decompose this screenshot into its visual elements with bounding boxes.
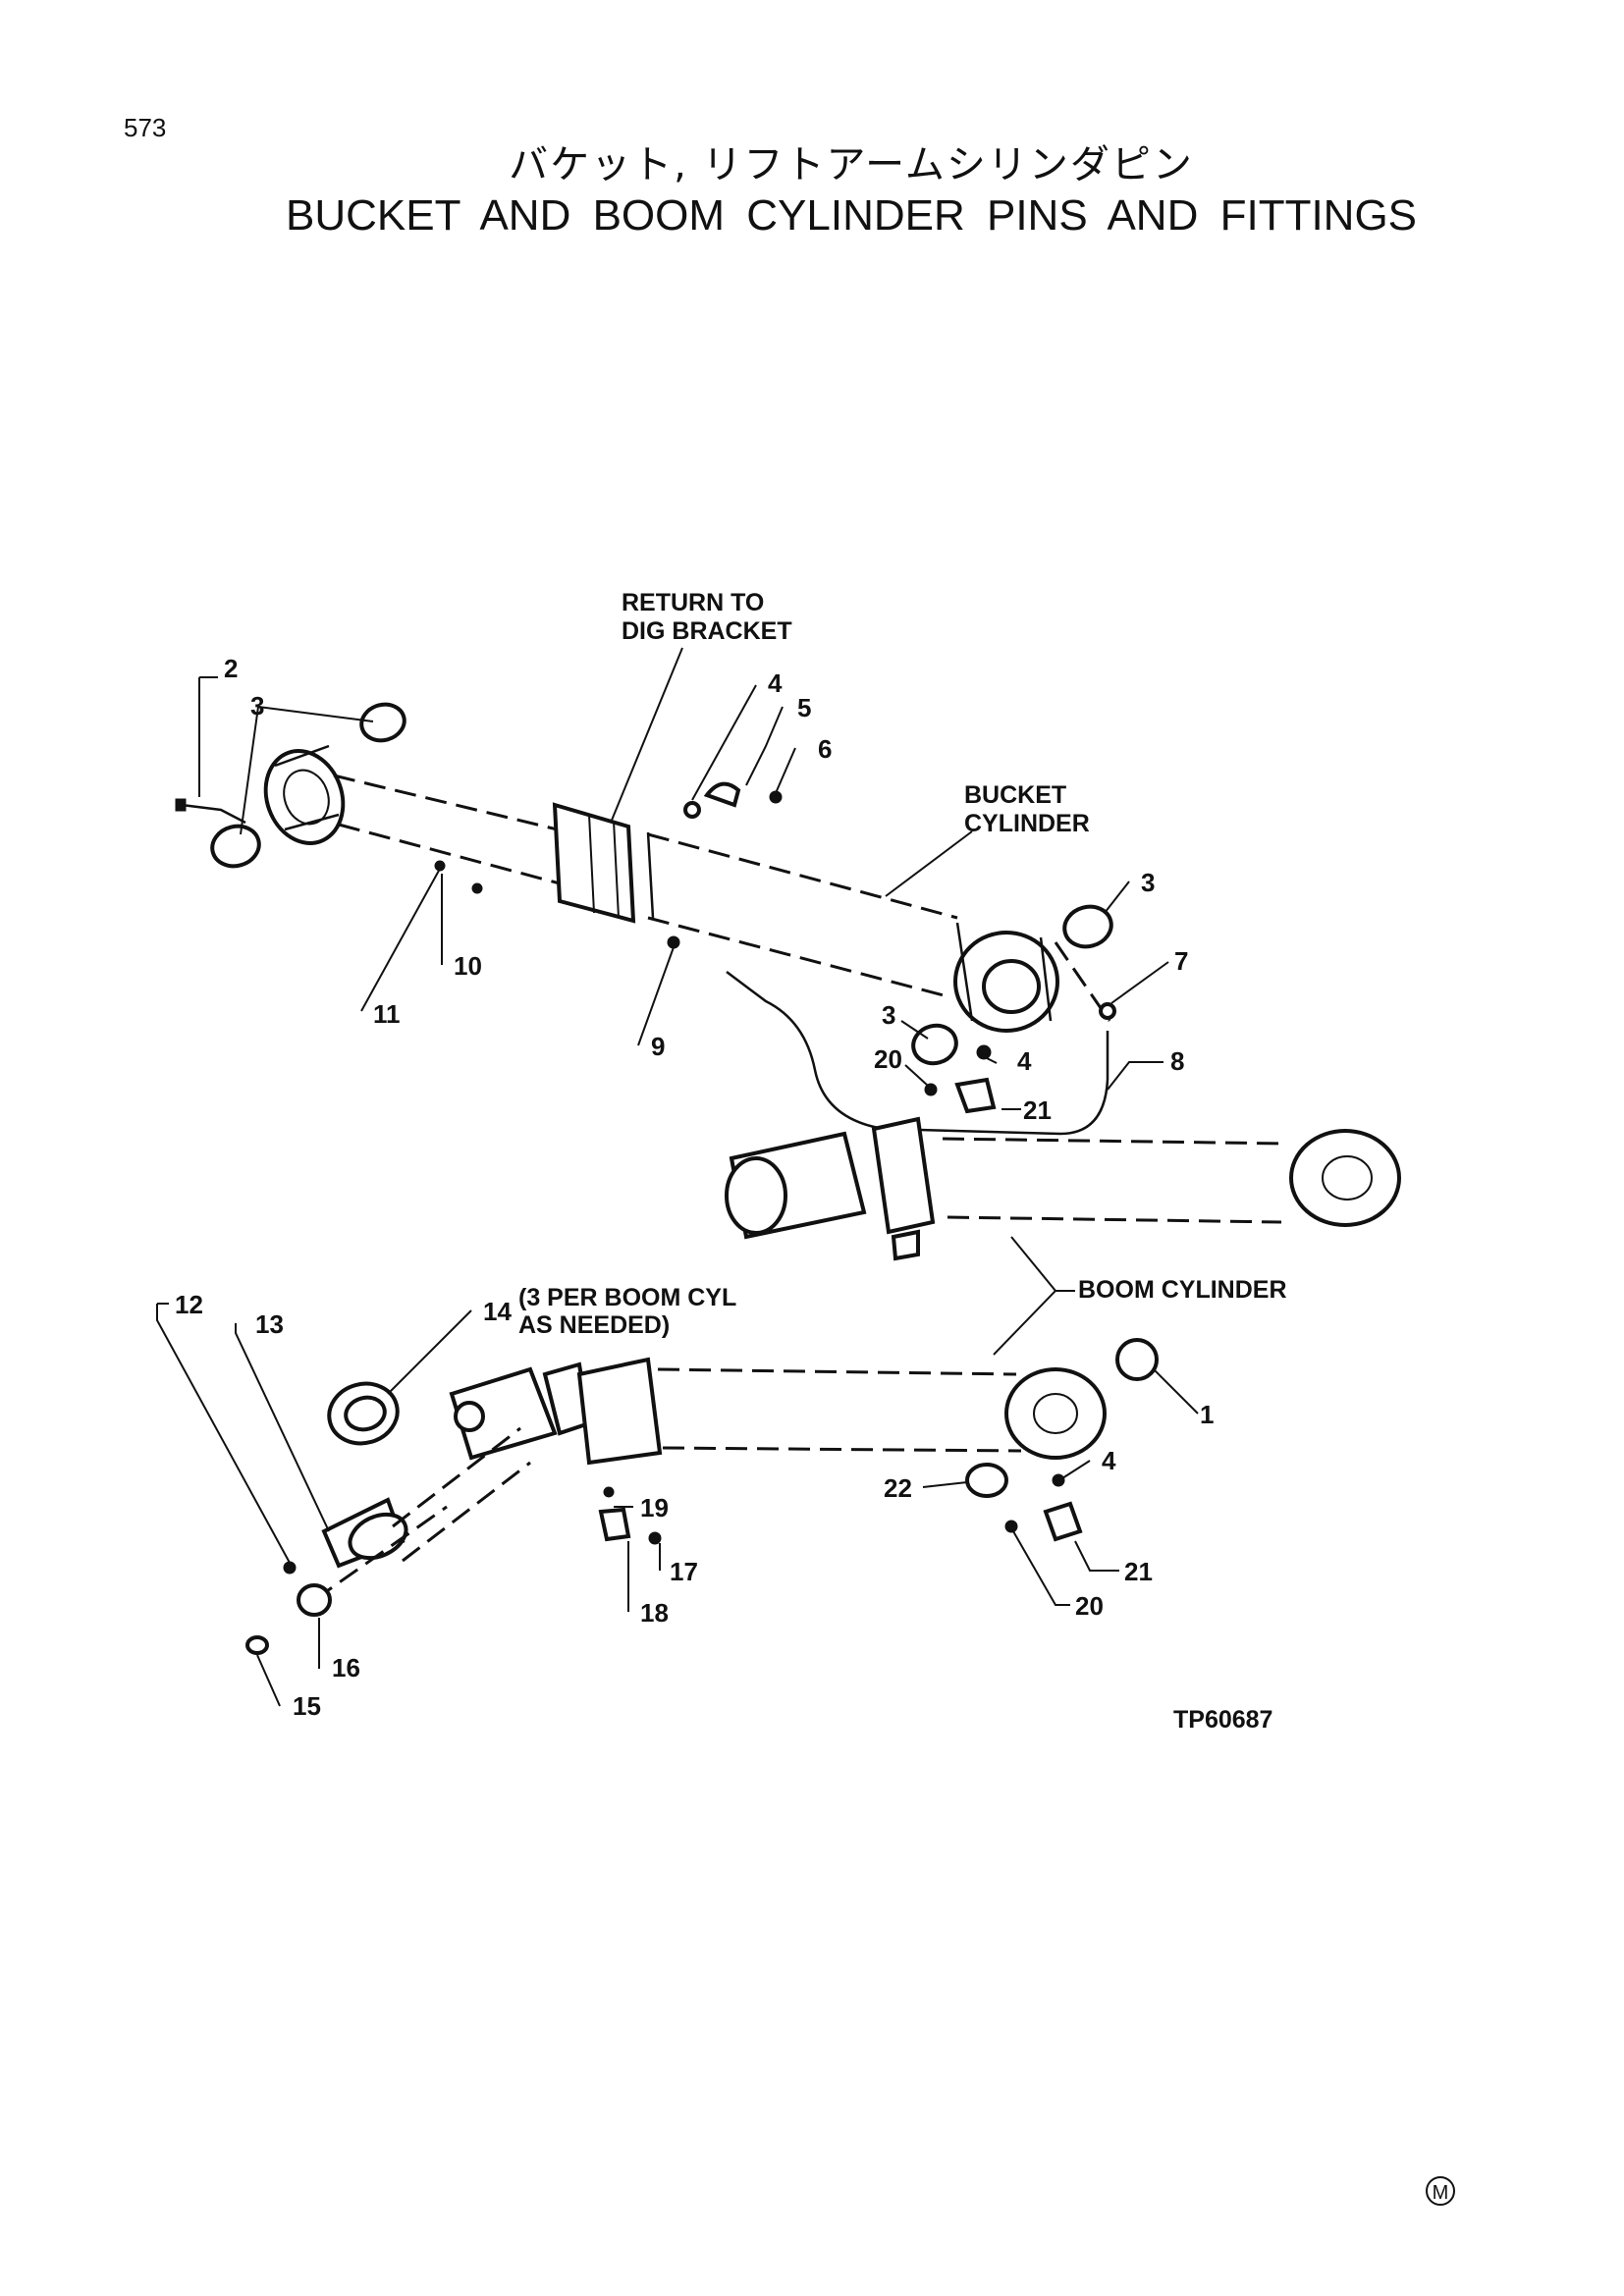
- callout-6: 6: [818, 734, 832, 764]
- callout-3: 3: [882, 1000, 895, 1030]
- callout-18: 18: [640, 1598, 669, 1628]
- callout-3: 3: [250, 691, 264, 721]
- callout-11: 11: [373, 999, 401, 1029]
- callout-12: 12: [175, 1290, 203, 1319]
- bucket-cylinder-drawing: [175, 702, 1116, 1136]
- callout-10: 10: [454, 951, 482, 981]
- label-bucket-line1: BUCKET: [964, 781, 1066, 809]
- callout-21: 21: [1124, 1557, 1153, 1586]
- title-japanese: バケット, リフトアームシリンダピン: [509, 142, 1194, 187]
- boom-cylinder-bottom-drawing: [245, 1338, 1159, 1655]
- callout-15: 15: [293, 1691, 321, 1721]
- leader-lines: [156, 647, 1199, 1707]
- callout-2: 2: [224, 654, 238, 683]
- callout-4: 4: [768, 668, 783, 698]
- callout-8: 8: [1170, 1046, 1184, 1076]
- callout-21: 21: [1023, 1095, 1052, 1125]
- callout-7: 7: [1174, 946, 1188, 976]
- callout-4: 4: [1017, 1046, 1032, 1076]
- title-english: BUCKET AND BOOM CYLINDER PINS AND FITTIN…: [285, 191, 1418, 240]
- page-number: 573: [124, 113, 167, 142]
- callout-20: 20: [1075, 1591, 1104, 1621]
- boom-cylinder-top-drawing: [725, 1116, 1401, 1261]
- callout-19: 19: [640, 1493, 669, 1522]
- callout-22: 22: [884, 1473, 912, 1503]
- callout-9: 9: [651, 1032, 665, 1061]
- callout-17: 17: [670, 1557, 698, 1586]
- callout-14: 14: [483, 1297, 512, 1326]
- label-boom-cylinder: BOOM CYLINDER: [1078, 1276, 1287, 1304]
- label-note-line2: AS NEEDED): [518, 1311, 670, 1339]
- callout-1: 1: [1200, 1400, 1214, 1429]
- mark-letter: M: [1433, 2182, 1449, 2204]
- circled-m-mark: M: [1426, 2176, 1455, 2206]
- callout-3: 3: [1141, 868, 1155, 897]
- callout-20: 20: [874, 1044, 902, 1074]
- callout-4: 4: [1102, 1446, 1116, 1475]
- label-bucket-line2: CYLINDER: [964, 810, 1090, 837]
- callout-16: 16: [332, 1653, 360, 1682]
- figure-id: TP60687: [1173, 1706, 1272, 1734]
- label-note-line1: (3 PER BOOM CYL: [518, 1284, 736, 1311]
- label-return-line2: DIG BRACKET: [622, 617, 792, 645]
- callout-13: 13: [255, 1309, 284, 1339]
- callout-5: 5: [797, 693, 811, 722]
- label-return-line1: RETURN TO: [622, 589, 764, 616]
